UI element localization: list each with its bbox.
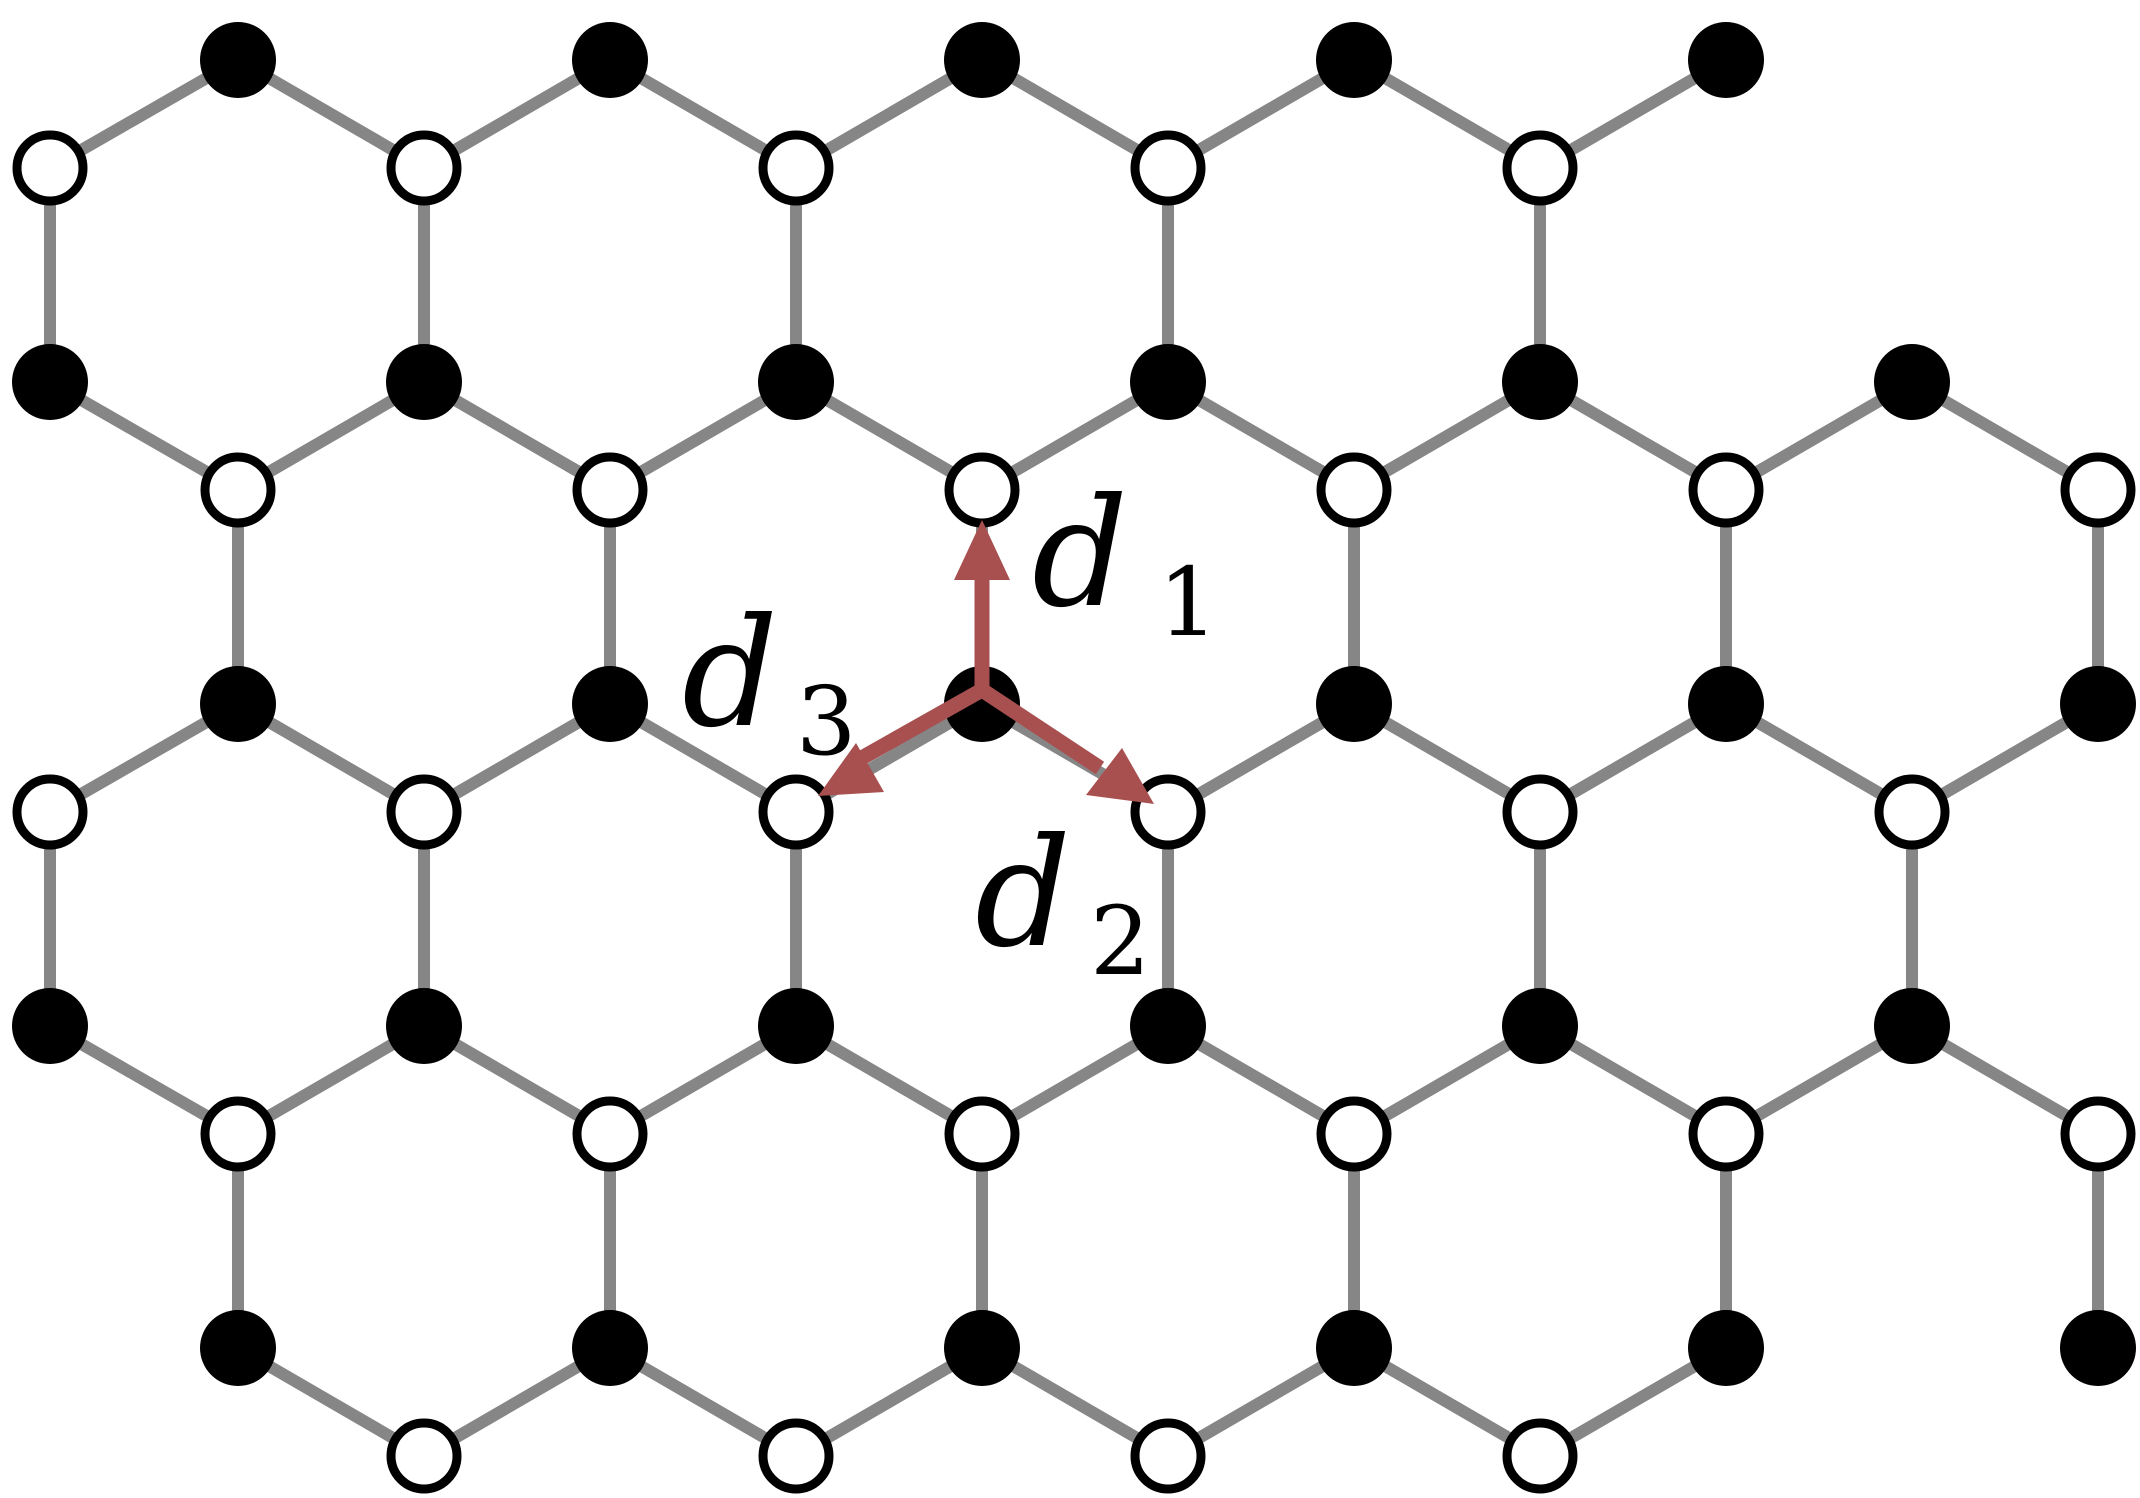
sublattice-b-site xyxy=(1130,774,1206,850)
sublattice-b-site xyxy=(1688,452,1764,528)
sublattice-a-site xyxy=(1688,666,1764,742)
label-d1-base: d xyxy=(1032,467,1128,641)
sublattice-b-site xyxy=(572,1096,648,1172)
sublattice-a-site xyxy=(572,22,648,98)
label-d2-subscript: 2 xyxy=(1090,887,1150,997)
sublattice-b-site xyxy=(758,1418,834,1494)
sites-layer xyxy=(12,22,2136,1494)
sublattice-b-site xyxy=(1130,1418,1206,1494)
sublattice-a-site xyxy=(1316,666,1392,742)
sublattice-b-site xyxy=(572,452,648,528)
sublattice-a-site xyxy=(944,22,1020,98)
nearest-neighbor-vectors xyxy=(818,520,1154,804)
sublattice-b-site xyxy=(386,1418,462,1494)
sublattice-b-site xyxy=(2060,1096,2136,1172)
sublattice-b-site xyxy=(944,1096,1020,1172)
label-d1-subscript: 1 xyxy=(1158,548,1218,658)
sublattice-b-site xyxy=(386,774,462,850)
label-d3-base: d xyxy=(682,587,778,761)
sublattice-b-site xyxy=(12,130,88,206)
vector-d3-arrow xyxy=(818,683,986,796)
label-d3-subscript: 3 xyxy=(796,667,856,777)
sublattice-b-site xyxy=(200,452,276,528)
sublattice-a-site xyxy=(12,988,88,1064)
sublattice-a-site xyxy=(1316,22,1392,98)
sublattice-a-site xyxy=(1874,344,1950,420)
sublattice-a-site xyxy=(2060,1310,2136,1386)
sublattice-a-site xyxy=(1316,1310,1392,1386)
sublattice-a-site xyxy=(572,1310,648,1386)
sublattice-b-site xyxy=(1502,130,1578,206)
sublattice-a-site xyxy=(12,344,88,420)
label-d2-base: d xyxy=(975,807,1071,981)
sublattice-b-site xyxy=(2060,452,2136,528)
sublattice-a-site xyxy=(386,344,462,420)
sublattice-a-site xyxy=(572,666,648,742)
sublattice-a-site xyxy=(1130,344,1206,420)
sublattice-a-site xyxy=(1502,344,1578,420)
sublattice-b-site xyxy=(1316,1096,1392,1172)
sublattice-a-site xyxy=(2060,666,2136,742)
vector-d2-arrow xyxy=(977,683,1154,804)
sublattice-a-site xyxy=(1688,22,1764,98)
sublattice-a-site xyxy=(1502,988,1578,1064)
sublattice-b-site xyxy=(1502,1418,1578,1494)
sublattice-b-site xyxy=(12,774,88,850)
sublattice-b-site xyxy=(1316,452,1392,528)
label-d3: d 3 xyxy=(682,587,856,777)
sublattice-b-site xyxy=(1502,774,1578,850)
sublattice-a-site xyxy=(386,988,462,1064)
sublattice-a-site xyxy=(758,988,834,1064)
sublattice-b-site xyxy=(1688,1096,1764,1172)
sublattice-a-site xyxy=(758,344,834,420)
sublattice-b-site xyxy=(200,1096,276,1172)
label-d2: d 2 xyxy=(975,807,1150,997)
sublattice-a-site xyxy=(944,1310,1020,1386)
sublattice-b-site xyxy=(386,130,462,206)
sublattice-a-site xyxy=(944,666,1020,742)
sublattice-a-site xyxy=(1874,988,1950,1064)
label-d1: d 1 xyxy=(1032,467,1218,658)
sublattice-a-site xyxy=(200,666,276,742)
sublattice-b-site xyxy=(1130,130,1206,206)
vector-d1-arrow xyxy=(954,520,1010,690)
sublattice-a-site xyxy=(200,22,276,98)
sublattice-a-site xyxy=(1688,1310,1764,1386)
sublattice-b-site xyxy=(758,130,834,206)
sublattice-b-site xyxy=(944,452,1020,528)
sublattice-b-site xyxy=(1874,774,1950,850)
sublattice-a-site xyxy=(1130,988,1206,1064)
sublattice-b-site xyxy=(758,774,834,850)
sublattice-a-site xyxy=(200,1310,276,1386)
